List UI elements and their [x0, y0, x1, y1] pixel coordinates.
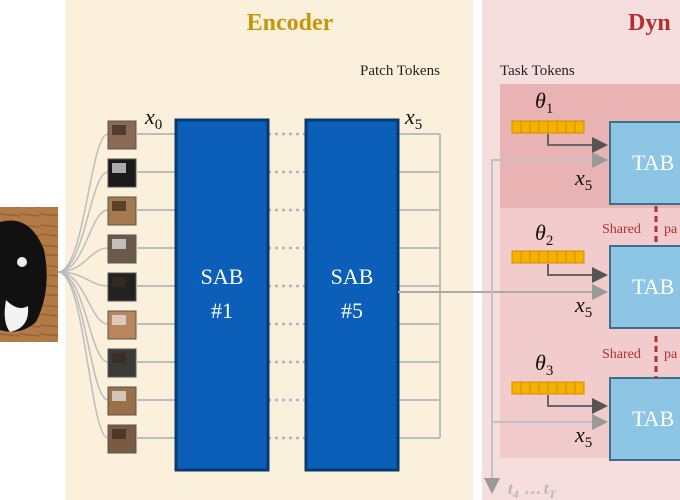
encoder-output-lines	[398, 133, 441, 439]
tab-1-label: TAB	[632, 150, 674, 175]
input-image	[0, 207, 58, 342]
tab-block-1: TAB	[609, 121, 680, 205]
patch-thumbnail	[107, 196, 137, 226]
tab-2-label: TAB	[632, 274, 674, 299]
patch-thumbnail	[107, 424, 137, 454]
theta-3-label: θ3	[535, 350, 553, 379]
patch-thumbnail	[107, 120, 137, 150]
token-arrow	[547, 264, 608, 283]
sab-block-1: SAB #1	[174, 118, 270, 472]
patch-tokens-label: Patch Tokens	[360, 63, 440, 79]
dynamic-title: Dyn	[628, 10, 671, 36]
shared-label-2: Shared	[602, 347, 641, 362]
x5-task-1-label: x5	[574, 165, 592, 194]
split-line	[57, 271, 109, 325]
patch-thumbnails	[107, 120, 137, 454]
tab-3-label: TAB	[632, 406, 674, 431]
patch-thumbnail	[107, 310, 137, 340]
feature-routing-line	[491, 152, 608, 490]
theta-1-label: θ1	[535, 88, 553, 117]
sab-1-name: SAB	[201, 264, 244, 289]
tab-block-3: TAB	[609, 377, 680, 461]
encoder-title: Encoder	[247, 10, 334, 36]
x5-task-3-label: x5	[574, 422, 592, 451]
x5-encoder-label: x5	[404, 104, 422, 133]
split-line	[57, 171, 109, 273]
sab-1-index: #1	[211, 298, 233, 323]
split-line	[57, 247, 109, 273]
patch-thumbnail	[107, 386, 137, 416]
split-line	[57, 209, 109, 273]
shared-label-2-suffix: pa	[664, 347, 678, 362]
task-token-bar	[511, 250, 585, 264]
patch-thumbnail	[107, 348, 137, 378]
shared-label-1: Shared	[602, 222, 641, 237]
token-arrow	[547, 134, 608, 153]
patch-thumbnail	[107, 234, 137, 264]
split-line	[57, 271, 109, 439]
tab-block-2: TAB	[609, 245, 680, 329]
encoder-input-lines	[136, 133, 176, 439]
sab-5-index: #5	[341, 298, 363, 323]
x5-task-2-label: x5	[574, 292, 592, 321]
token-arrow	[547, 395, 608, 414]
sab-block-5: SAB #5	[304, 118, 400, 472]
shared-label-1-suffix: pa	[664, 222, 678, 237]
future-tasks-label: t4…tT	[508, 479, 556, 500]
sab-5-name: SAB	[331, 264, 374, 289]
task-token-bar	[511, 381, 585, 395]
patch-thumbnail	[107, 272, 137, 302]
split-line	[57, 133, 109, 273]
x0-label: x0	[144, 104, 162, 133]
theta-2-label: θ2	[535, 220, 553, 249]
task-tokens-label: Task Tokens	[500, 63, 575, 79]
patch-thumbnail	[107, 158, 137, 188]
patch-split-lines	[57, 133, 109, 439]
task-token-bar	[511, 120, 585, 134]
